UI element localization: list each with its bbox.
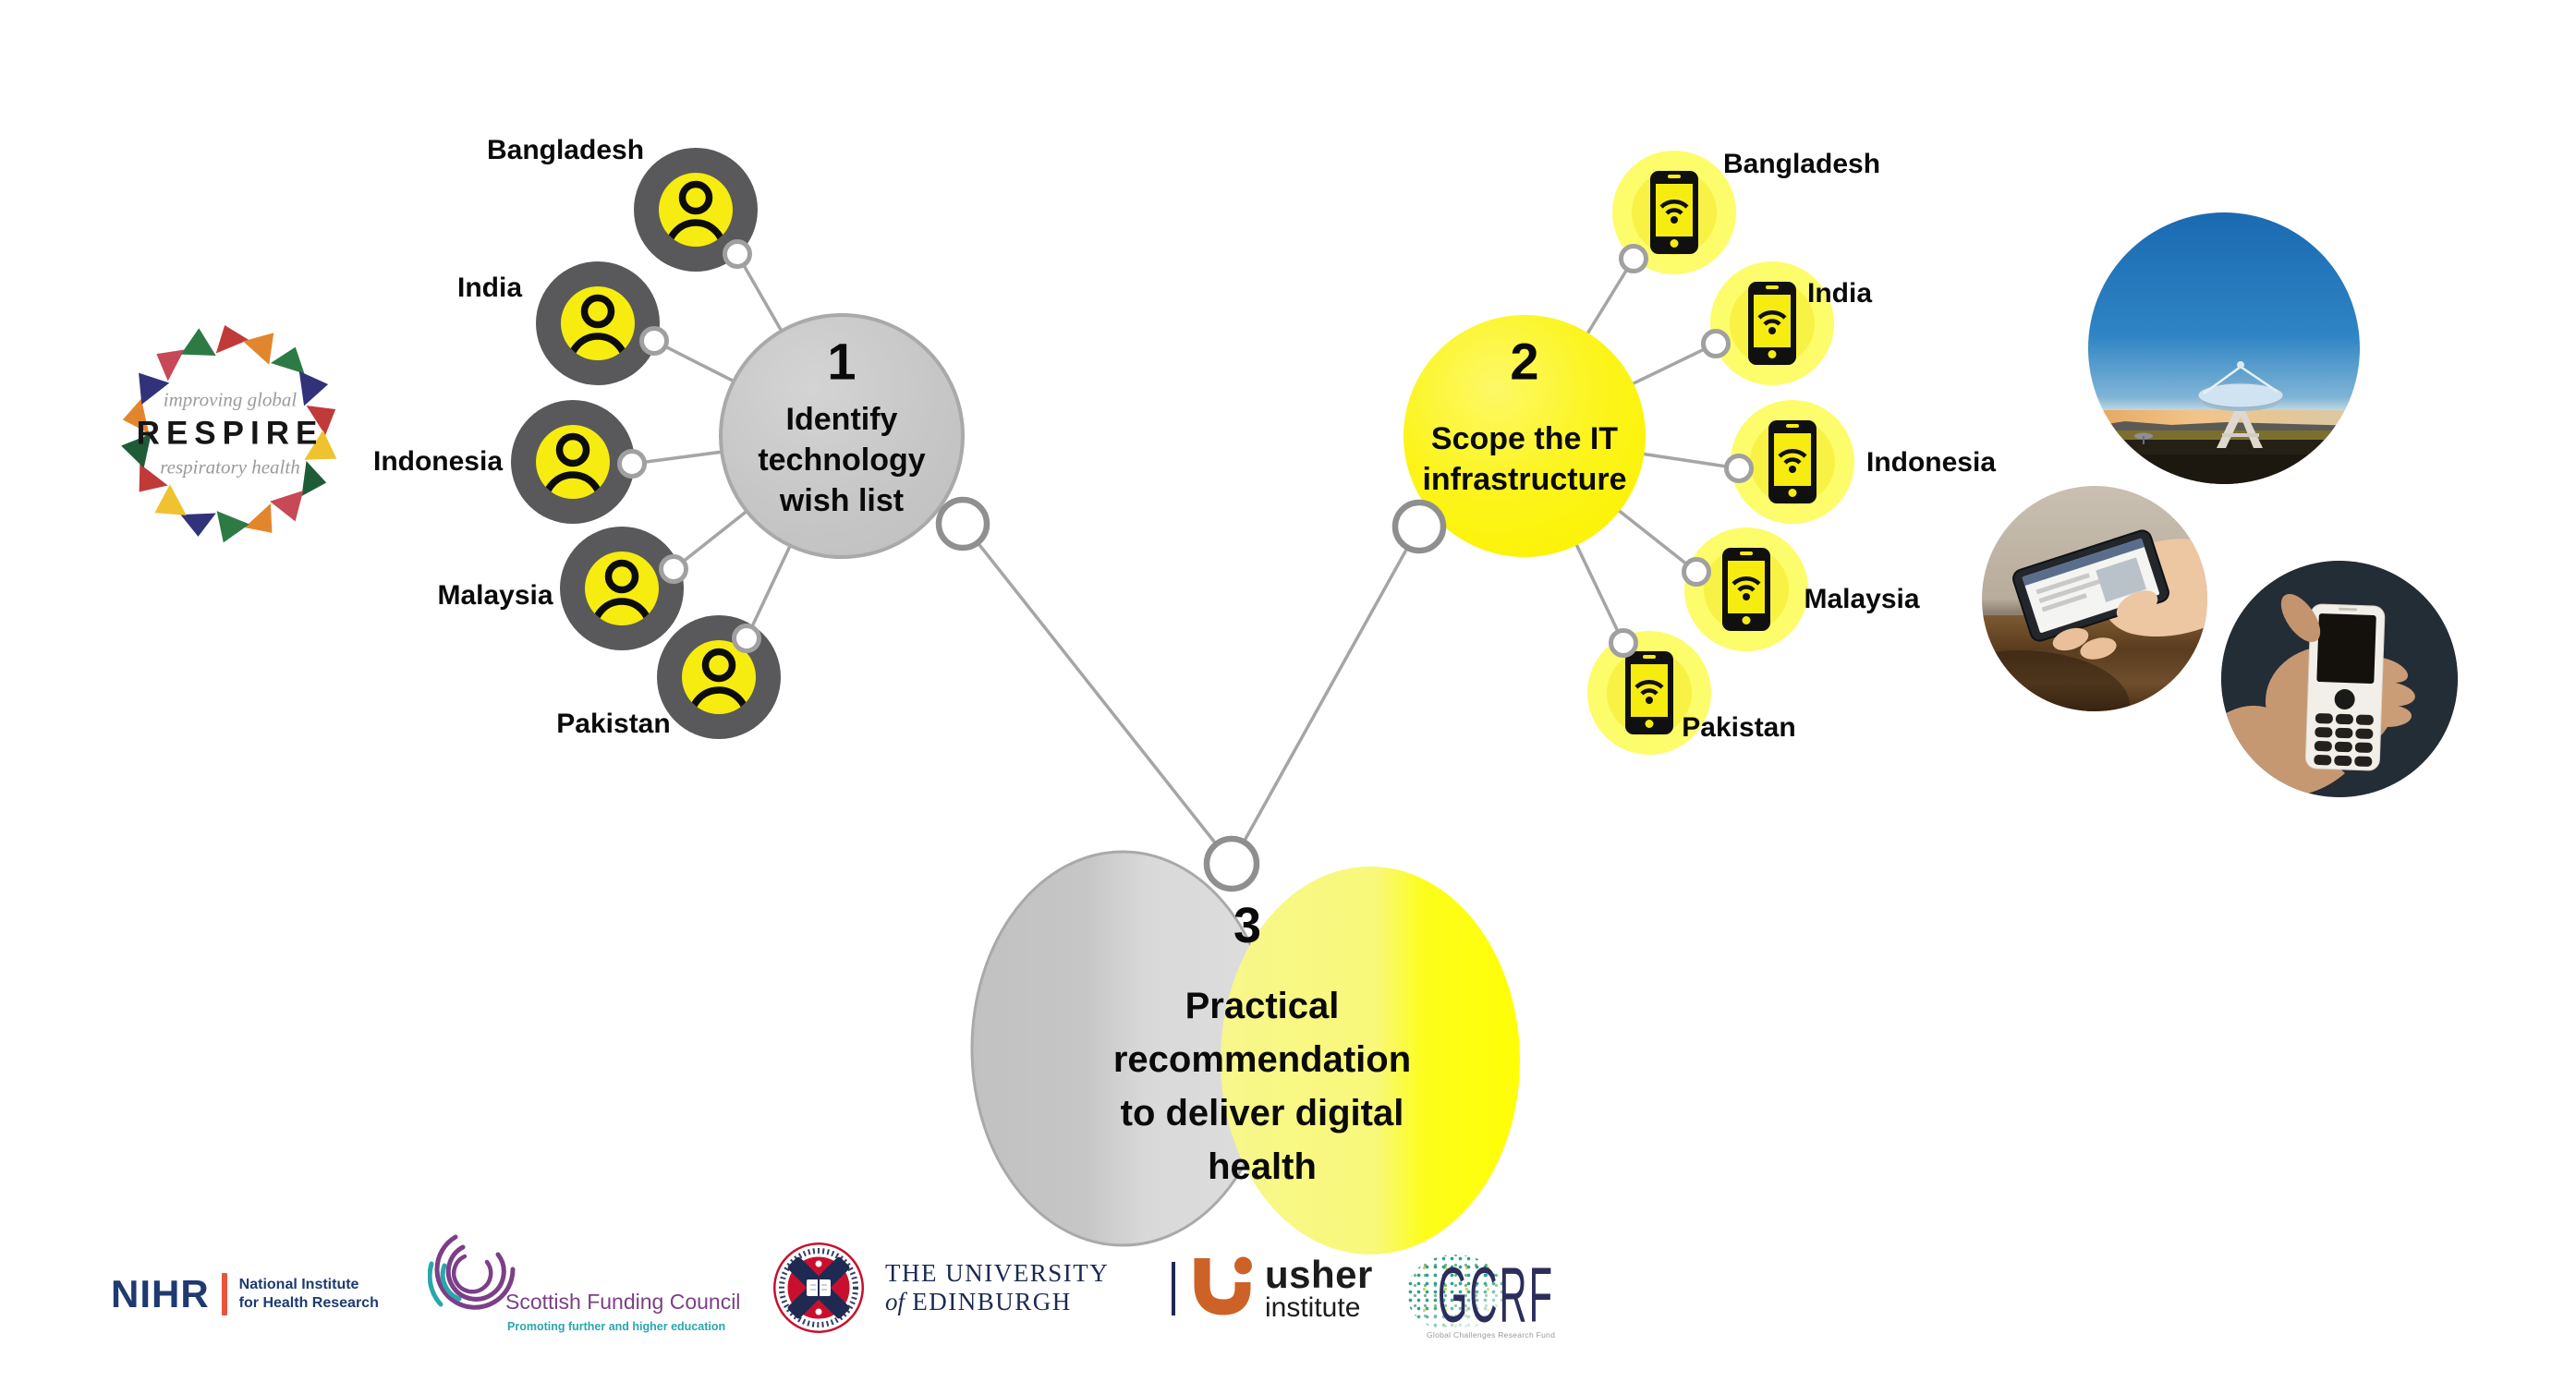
respire-tagline-bottom: respiratory health [160,455,300,479]
respire-tagline-top: improving global [163,388,298,411]
step2-circle [1403,315,1646,557]
nihr-abbr: NIHR [111,1272,210,1315]
respire-ring-triangle [306,405,336,436]
label-right-india: India [1806,278,1873,309]
step1-circle [719,313,965,559]
respire-triangle-ring [121,325,337,543]
respire-logo-text: improving global RESPIRE respiratory hea… [133,389,327,479]
usher-institute-logo: usher institute [1192,1255,1373,1323]
sfc-swirl-icon [428,1234,516,1310]
scottish-funding-council-logo: Scottish Funding Council Promoting furth… [428,1227,742,1338]
respire-ring-triangle [139,372,170,405]
nihr-logo: NIHR National Institute for Health Resea… [111,1273,379,1315]
usher-name: usher [1265,1253,1373,1296]
respire-logo: improving global RESPIRE respiratory hea… [116,320,344,547]
gcrf-abbr: GCRF [1438,1252,1555,1339]
edinburgh-line2: of EDINBURGH [885,1288,1072,1315]
label-left-india: India [456,273,523,303]
step2-label: Scope the IT infrastructure [1422,421,1627,497]
node-person-pakistan [657,615,781,739]
respire-ring-triangle [154,484,187,515]
node-person-malaysia [560,527,684,650]
gcrf-dotted-globe-icon [1406,1255,1504,1332]
node-person-indonesia [511,400,635,524]
step3-number: 3 [1233,898,1262,953]
label-right-pakistan: Pakistan [1682,712,1796,743]
hand-holding-feature-phone-photo [2221,561,2458,797]
respire-ring-triangle [156,349,185,382]
respire-ring-triangle [180,513,216,537]
sfc-name: Scottish Funding Council [505,1290,741,1314]
label-left-malaysia: Malaysia [437,580,553,611]
label-left-bangladesh: Bangladesh [486,135,645,165]
label-left-pakistan: Pakistan [556,709,671,739]
smartphone [2012,529,2169,642]
step2-junction-ring [1391,499,1447,554]
step3-yellow-ellipse [1221,867,1520,1255]
node-connector-rings [617,239,1754,658]
satellite-dish-photo [2088,212,2360,484]
radio-telescope-silhouette [2197,361,2284,448]
hand-holding-smartphone-photo [1982,486,2207,711]
label-left-indonesia: Indonesia [372,446,504,477]
step2-number: 2 [1510,332,1539,391]
sfc-tagline: Promoting further and higher education [507,1320,726,1333]
university-of-edinburgh-logo: THE UNIVERSITY of EDINBURGH [772,1240,1109,1336]
usher-sub: institute [1265,1292,1361,1323]
usher-monogram-icon [1194,1256,1252,1315]
step1-label: Identify technology wish list [758,402,926,518]
usher-wordmark: usher institute [1265,1255,1373,1323]
label-right-malaysia: Malaysia [1804,584,1920,614]
respire-title: RESPIRE [136,415,324,452]
edinburgh-crest-icon [773,1243,864,1333]
node-person-india [536,261,660,385]
respire-ring-triangle [301,461,327,497]
respire-ring-triangle [243,333,274,365]
respire-ring-triangle [244,503,273,533]
respire-ring-triangle [270,490,304,522]
label-right-bangladesh: Bangladesh [1722,149,1881,179]
footer-divider-bar [1172,1262,1175,1315]
respire-ring-triangle [121,433,152,468]
nihr-divider-bar [221,1273,227,1315]
step1-junction-ring [935,496,990,552]
edinburgh-wordmark: THE UNIVERSITY of EDINBURGH [885,1259,1109,1316]
step3-label: Practical recommendation to deliver digi… [1112,986,1412,1187]
respire-ring-triangle [215,325,249,354]
node-phone-malaysia [1684,527,1808,651]
respire-ring-triangle [122,398,150,433]
edinburgh-line1: THE UNIVERSITY [885,1259,1110,1287]
distant-dish-silhouette [2134,432,2153,444]
respire-ring-triangle [139,464,168,492]
gcrf-logo: GCRF Global Challenges Research Fund [1406,1249,1591,1341]
respire-ring-triangle [298,370,329,406]
gcrf-tagline: Global Challenges Research Fund [1427,1330,1556,1340]
step3-junction-ring [1203,835,1260,892]
respire-ring-triangle [270,346,305,374]
respire-ring-triangle [216,511,249,543]
nihr-name: National Institute for Health Research [238,1277,379,1311]
step1-number: 1 [827,332,857,391]
respire-ring-triangle [180,328,216,357]
feature-phone [2304,603,2386,771]
respire-ring-triangle [304,430,337,460]
label-right-indonesia: Indonesia [1865,447,1997,478]
